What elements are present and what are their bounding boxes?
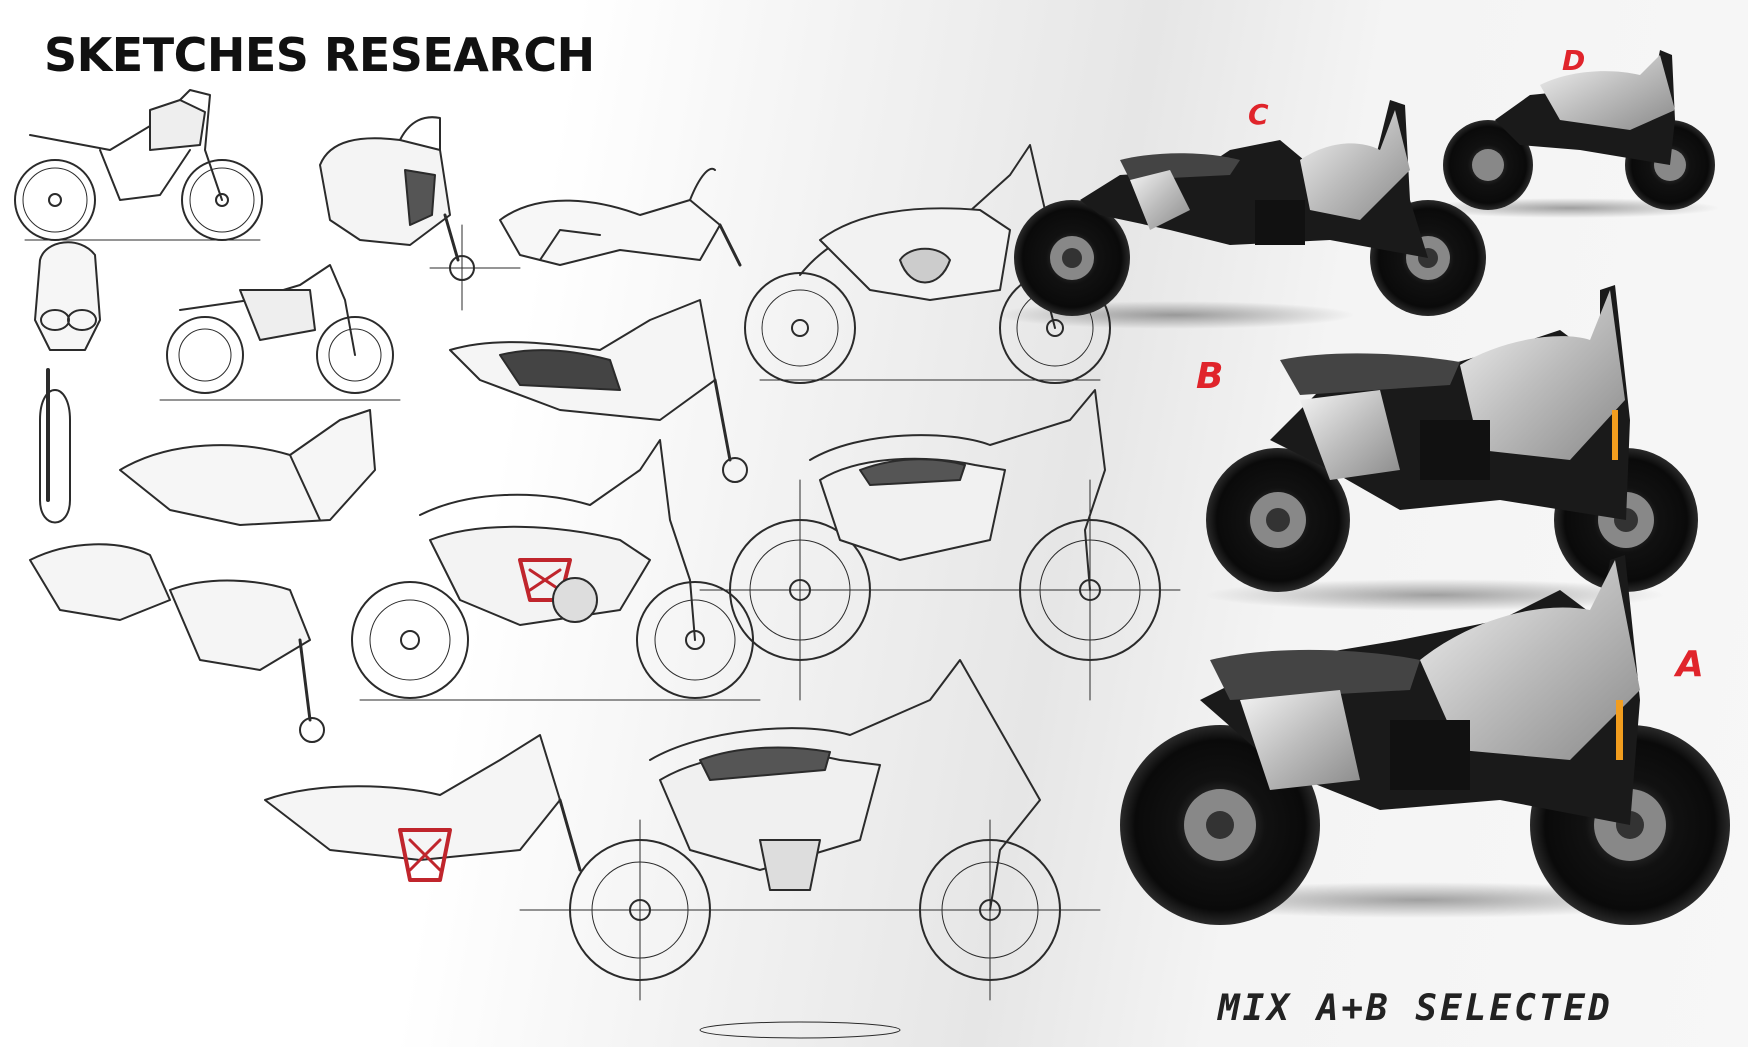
sketch-fairing-1 <box>319 116 521 311</box>
sketch-bike-3 <box>159 264 401 401</box>
sketch-fairing-2 <box>499 167 742 267</box>
page-title: SKETCHES RESEARCH <box>44 28 595 82</box>
sketch-bike-6 <box>699 389 1181 701</box>
sketch-fairing-3 <box>29 409 376 743</box>
render-bike-c <box>995 100 1486 329</box>
sketch-bike-4 <box>351 439 761 701</box>
sketch-bike-5 <box>449 299 748 483</box>
render-bike-d <box>1420 50 1720 218</box>
sketch-bike-2 <box>744 144 1111 384</box>
selection-caption: MIX A+B SELECTED <box>1218 988 1613 1029</box>
variant-label-c: C <box>1248 98 1269 131</box>
sketch-front-view <box>34 241 101 524</box>
render-bike-a <box>1120 555 1730 925</box>
sketch-group <box>14 89 1181 1039</box>
sketch-bike-1 <box>14 89 263 241</box>
variant-label-a: A <box>1676 644 1704 685</box>
variant-label-d: D <box>1562 44 1586 77</box>
sketch-bike-7 <box>264 734 582 882</box>
sketch-bike-8 <box>519 659 1101 1039</box>
variant-label-b: B <box>1196 356 1224 397</box>
render-bike-b <box>1205 285 1698 611</box>
